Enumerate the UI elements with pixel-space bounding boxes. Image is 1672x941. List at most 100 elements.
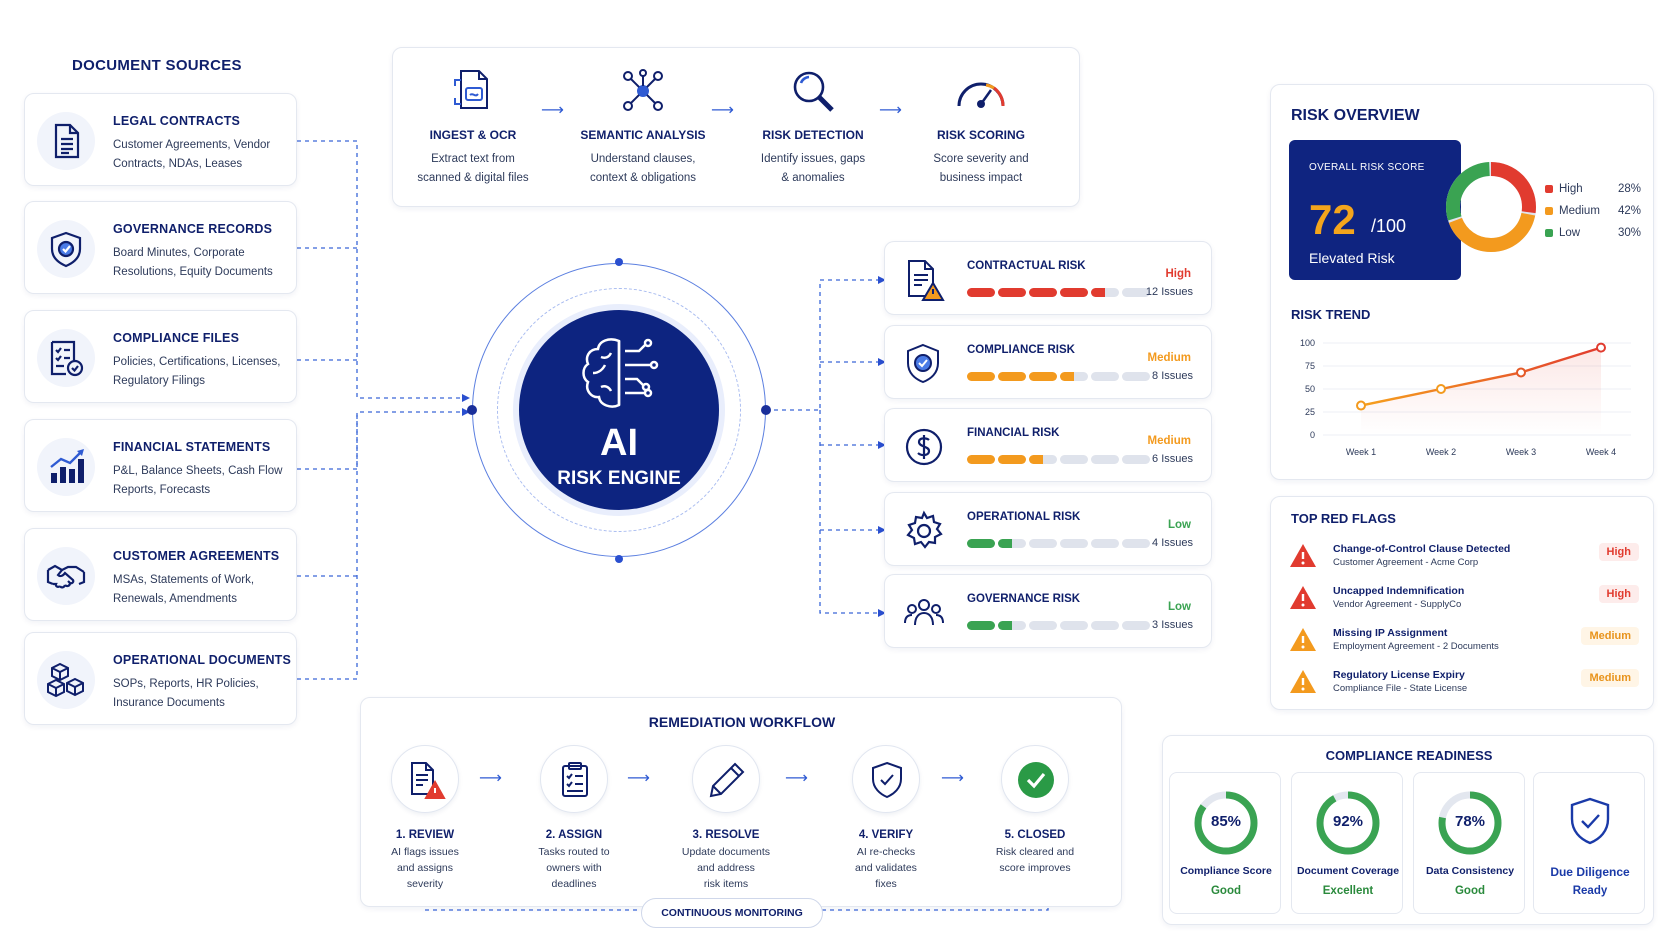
readiness-status: Excellent: [1322, 885, 1374, 897]
risk-bar-segment: [998, 621, 1026, 630]
trend-line: [1360, 346, 1602, 407]
risk-card-compliance[interactable]: COMPLIANCE RISK Medium 8 Issues: [884, 325, 1212, 399]
x-tick-label: Week 1: [1346, 447, 1376, 457]
source-card-legal-contracts[interactable]: LEGAL CONTRACTS Customer Agreements, Ven…: [24, 93, 297, 186]
people-icon: [904, 599, 944, 626]
pipeline-step-semantic[interactable]: SEMANTIC ANALYSIS Understand clauses,con…: [563, 48, 723, 188]
flag-subtitle: Vendor Agreement - SupplyCo: [1333, 599, 1462, 610]
source-card-customer-agreements[interactable]: CUSTOMER AGREEMENTS MSAs, Statements of …: [24, 528, 297, 621]
y-tick-label: 50: [1305, 384, 1315, 394]
source-desc: Board Minutes, Corporate Resolutions, Eq…: [113, 247, 273, 278]
warning-triangle-icon: [1290, 628, 1316, 651]
risk-title: COMPLIANCE RISK: [967, 344, 1075, 356]
overall-risk-score-card[interactable]: OVERALL RISK SCORE 72 /100 Elevated Risk: [1289, 140, 1461, 280]
red-flag-item[interactable]: Change-of-Control Clause Detected Custom…: [1289, 539, 1639, 579]
source-desc: Customer Agreements, Vendor Contracts, N…: [113, 139, 271, 170]
risk-bar-segment: [967, 288, 995, 297]
readiness-card-document-coverage[interactable]: 92% Document Coverage Excellent: [1291, 772, 1403, 914]
ai-risk-engine[interactable]: AI RISK ENGINE: [519, 310, 719, 510]
readiness-status: Ready: [1572, 885, 1608, 897]
risk-level-bar: [967, 368, 1153, 386]
risk-bar-segment: [967, 455, 995, 464]
risk-bar-segment: [1029, 372, 1057, 381]
risk-bar-segment: [967, 372, 995, 381]
x-tick-label: Week 3: [1506, 447, 1536, 457]
source-desc: MSAs, Statements of Work, Renewals, Amen…: [113, 574, 255, 605]
risk-title: GOVERNANCE RISK: [967, 593, 1081, 605]
risk-level: Medium: [1147, 435, 1191, 447]
risk-trend-title: RISK TREND: [1291, 307, 1371, 322]
readiness-percent: 92%: [1332, 813, 1364, 830]
step-title: 1. REVIEW: [395, 829, 455, 841]
risk-bar-segment: [1060, 455, 1088, 464]
engine-inner-ring: [497, 288, 741, 532]
risk-card-governance[interactable]: GOVERNANCE RISK Low 3 Issues: [884, 574, 1212, 648]
risk-bar-segment: [1060, 539, 1088, 548]
source-card-operational-documents[interactable]: OPERATIONAL DOCUMENTS SOPs, Reports, HR …: [24, 632, 297, 725]
source-title: OPERATIONAL DOCUMENTS: [113, 653, 292, 667]
gauge-icon: [957, 82, 1005, 108]
risk-distribution-donut: [1446, 162, 1536, 252]
arrow-right-icon: ⟶: [541, 102, 564, 119]
warning-triangle-icon: [1290, 586, 1316, 609]
risk-card-contractual[interactable]: CONTRACTUAL RISK High 12 Issues: [884, 241, 1212, 315]
pipeline-step-title: RISK DETECTION: [762, 128, 864, 142]
pipeline-step-desc: Understand clauses,context & obligations: [589, 153, 697, 184]
risk-bar-segment: [998, 539, 1026, 548]
donut-slice-low: [1446, 162, 1536, 252]
arrow-right-icon: ⟶: [711, 102, 734, 119]
risk-level-bar: [967, 535, 1153, 553]
red-flag-item[interactable]: Uncapped Indemnification Vendor Agreemen…: [1289, 581, 1639, 621]
red-flag-item[interactable]: Regulatory License Expiry Compliance Fil…: [1289, 665, 1639, 705]
ring-progress: [1316, 791, 1380, 855]
source-card-compliance-files[interactable]: COMPLIANCE FILES Policies, Certification…: [24, 310, 297, 403]
trend-point: [1596, 342, 1606, 353]
handshake-icon: [37, 547, 95, 605]
risk-issue-count: 3 Issues: [1152, 619, 1193, 631]
risk-bar-segment: [1122, 372, 1150, 381]
readiness-card-compliance-score[interactable]: 85% Compliance Score Good: [1169, 772, 1281, 914]
risk-title: OPERATIONAL RISK: [967, 511, 1081, 523]
risk-level-bar: [967, 284, 1153, 302]
risk-issue-count: 6 Issues: [1152, 453, 1193, 465]
pencil-icon: [709, 762, 745, 798]
top-red-flags-panel: TOP RED FLAGS Change-of-Control Clause D…: [1270, 496, 1654, 710]
source-desc: P&L, Balance Sheets, Cash Flow Reports, …: [113, 465, 283, 496]
readiness-percent: 78%: [1454, 813, 1486, 830]
risk-bar-segment: [998, 288, 1026, 297]
pipeline-step-title: RISK SCORING: [936, 128, 1025, 142]
readiness-card-data-consistency[interactable]: 78% Data Consistency Good: [1413, 772, 1525, 914]
risk-bar-segment: [1122, 621, 1150, 630]
brain-circuit-icon: [582, 338, 659, 408]
red-flag-item[interactable]: Missing IP Assignment Employment Agreeme…: [1289, 623, 1639, 663]
network-icon: [623, 69, 663, 111]
readiness-status: Good: [1454, 885, 1486, 897]
progress-ring: [1438, 791, 1502, 855]
readiness-card-due-diligence[interactable]: Due Diligence Ready: [1533, 772, 1645, 914]
risk-bar-segment: [1091, 372, 1119, 381]
risk-card-operational[interactable]: OPERATIONAL RISK Low 4 Issues: [884, 492, 1212, 566]
arrow-right-icon: ⟶: [627, 770, 650, 787]
risk-bar-segment: [1122, 539, 1150, 548]
pipeline-step-detection[interactable]: RISK DETECTION Identify issues, gaps& an…: [733, 48, 893, 188]
source-card-financial-statements[interactable]: FINANCIAL STATEMENTS P&L, Balance Sheets…: [24, 419, 297, 512]
engine-subtitle: RISK ENGINE: [557, 468, 681, 489]
risk-bar-segment: [1091, 455, 1119, 464]
risk-card-financial[interactable]: FINANCIAL RISK Medium 6 Issues: [884, 408, 1212, 482]
risk-title: CONTRACTUAL RISK: [967, 260, 1086, 272]
source-card-governance-records[interactable]: GOVERNANCE RECORDS Board Minutes, Corpor…: [24, 201, 297, 294]
continuous-monitoring-badge[interactable]: CONTINUOUS MONITORING: [641, 898, 823, 928]
